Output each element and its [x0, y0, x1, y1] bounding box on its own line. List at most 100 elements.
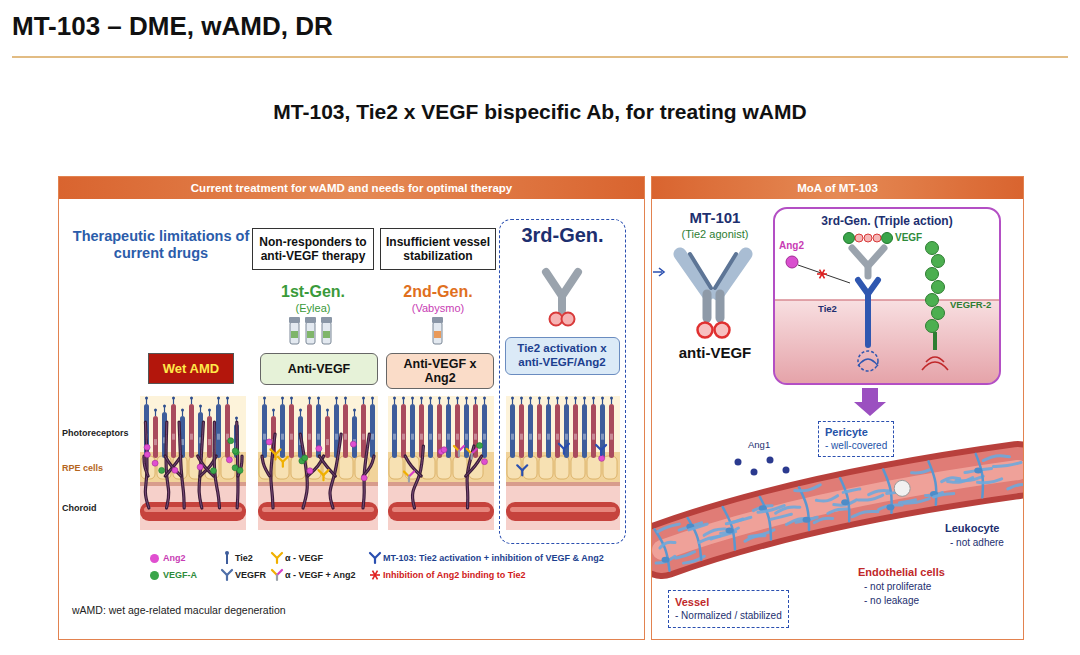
pericyte-process: [1008, 484, 1023, 489]
tie2-receptor: [191, 399, 192, 404]
tie2-receptor: [300, 411, 301, 416]
neovessel: [466, 456, 482, 476]
antibody-stem: [716, 294, 725, 318]
node-heading: Insufficient vessel stabilization: [385, 235, 491, 264]
vegf-trap-domain: [864, 234, 872, 242]
neovessel-highlight: [179, 422, 184, 508]
neovessel-highlight: [165, 456, 181, 476]
limitation-box: Non-responders to anti-VEGF therapy: [252, 228, 374, 270]
photoreceptor-segment: [529, 434, 532, 440]
tie2-head: [263, 397, 266, 400]
vegfr2-domain: [926, 294, 939, 307]
rpe-cell: [275, 456, 289, 479]
tie2-receptor: [273, 411, 274, 416]
tie2-head: [456, 397, 459, 400]
tie2-receptor: [327, 411, 328, 416]
node-note: - well-covered: [825, 440, 887, 452]
vegfr2-domain: [926, 320, 939, 333]
photoreceptor: [262, 404, 267, 458]
pericyte-process: [658, 524, 679, 531]
photoreceptor: [609, 404, 614, 458]
photoreceptor-segment: [547, 434, 550, 440]
antibody-icon-domain: [562, 313, 575, 326]
pericyte-process: [965, 469, 992, 473]
molecule-label: Ang2: [779, 240, 804, 252]
pericyte-process: [660, 542, 675, 548]
antibody-stem: [226, 575, 228, 580]
drug-icons: [289, 272, 578, 344]
neovessel: [144, 456, 148, 476]
small-arrow: [653, 268, 664, 276]
pericyte-process: [834, 500, 857, 505]
photoreceptor: [555, 404, 560, 458]
rpe-cell: [339, 456, 353, 479]
pericyte-wrap: [840, 478, 849, 521]
tie2-head: [447, 397, 450, 400]
photoreceptor: [582, 404, 587, 458]
pericyte-process: [983, 456, 1009, 461]
photoreceptor-segment: [601, 434, 604, 440]
tie2-head: [154, 409, 157, 412]
neovessel: [319, 456, 335, 476]
vegfr2-domain: [932, 255, 945, 268]
vial-body: [322, 322, 331, 344]
antibody-arm-core: [715, 254, 736, 288]
photoreceptor-segment: [520, 434, 523, 440]
neovessel: [271, 434, 275, 508]
photoreceptor-segment: [592, 434, 595, 440]
antibody-icon-stem: [558, 296, 566, 310]
photoreceptor-segment: [438, 434, 441, 440]
tie2-head: [344, 397, 347, 400]
tie2-head: [393, 397, 396, 400]
photoreceptor-segment: [308, 434, 311, 440]
antibody-stem: [276, 575, 278, 580]
legend-text: VEGFR: [235, 570, 266, 580]
ang1-molecule: [767, 457, 774, 464]
layer-label: Photoreceptors: [62, 428, 129, 438]
neovessel-highlight: [165, 456, 181, 476]
pericyte-process: [816, 496, 837, 501]
pericyte-body: [726, 528, 734, 534]
tie2-head: [438, 397, 441, 400]
photoreceptor-segment: [474, 434, 477, 440]
tie2-head: [208, 409, 211, 412]
inhibition-symbol: [373, 571, 378, 580]
photoreceptor: [325, 416, 330, 458]
tie2-receptor: [318, 399, 319, 404]
tie2-head: [353, 409, 356, 412]
vegf-molecule: [477, 443, 483, 449]
pericyte-process: [843, 489, 860, 492]
tie2-head: [556, 397, 559, 400]
photoreceptor-segment: [172, 434, 175, 440]
vial-cap: [432, 317, 443, 323]
tie2-symbol-head: [225, 551, 229, 555]
cell-label: Leukocyte: [945, 522, 999, 535]
ang1-molecule: [751, 469, 758, 476]
tie2-receptor: [345, 399, 346, 404]
legend-item: Tie2: [222, 552, 253, 564]
tie2-head: [601, 397, 604, 400]
tie2-receptor: [484, 399, 485, 404]
photoreceptor: [370, 404, 375, 458]
antibody-stem: [274, 454, 276, 459]
legend-item: Inhibition of Ang2 binding to Tie2: [370, 569, 525, 581]
tie2-receptor: [475, 399, 476, 404]
choroid-vessel-highlight: [510, 507, 616, 512]
vial-label: [323, 331, 330, 338]
antibody-stem: [600, 450, 602, 455]
tie2-receptor: [403, 399, 404, 404]
choroid-vessel: [140, 502, 246, 521]
drug-box: Anti-VEGF: [260, 353, 378, 385]
neovessel-highlight: [466, 456, 482, 476]
neovessel-highlight: [238, 456, 242, 476]
neovessel-highlight: [237, 422, 238, 508]
pericyte-process: [733, 517, 751, 522]
photoreceptor: [361, 404, 366, 458]
photoreceptor-segment: [290, 434, 293, 440]
tie2-receptor: [363, 399, 364, 404]
signal-ripple: [858, 351, 878, 371]
photoreceptor: [482, 404, 487, 458]
retina-section: [140, 396, 246, 530]
ang2-molecule: [481, 459, 487, 465]
legend-item: VEGFR: [222, 569, 266, 581]
